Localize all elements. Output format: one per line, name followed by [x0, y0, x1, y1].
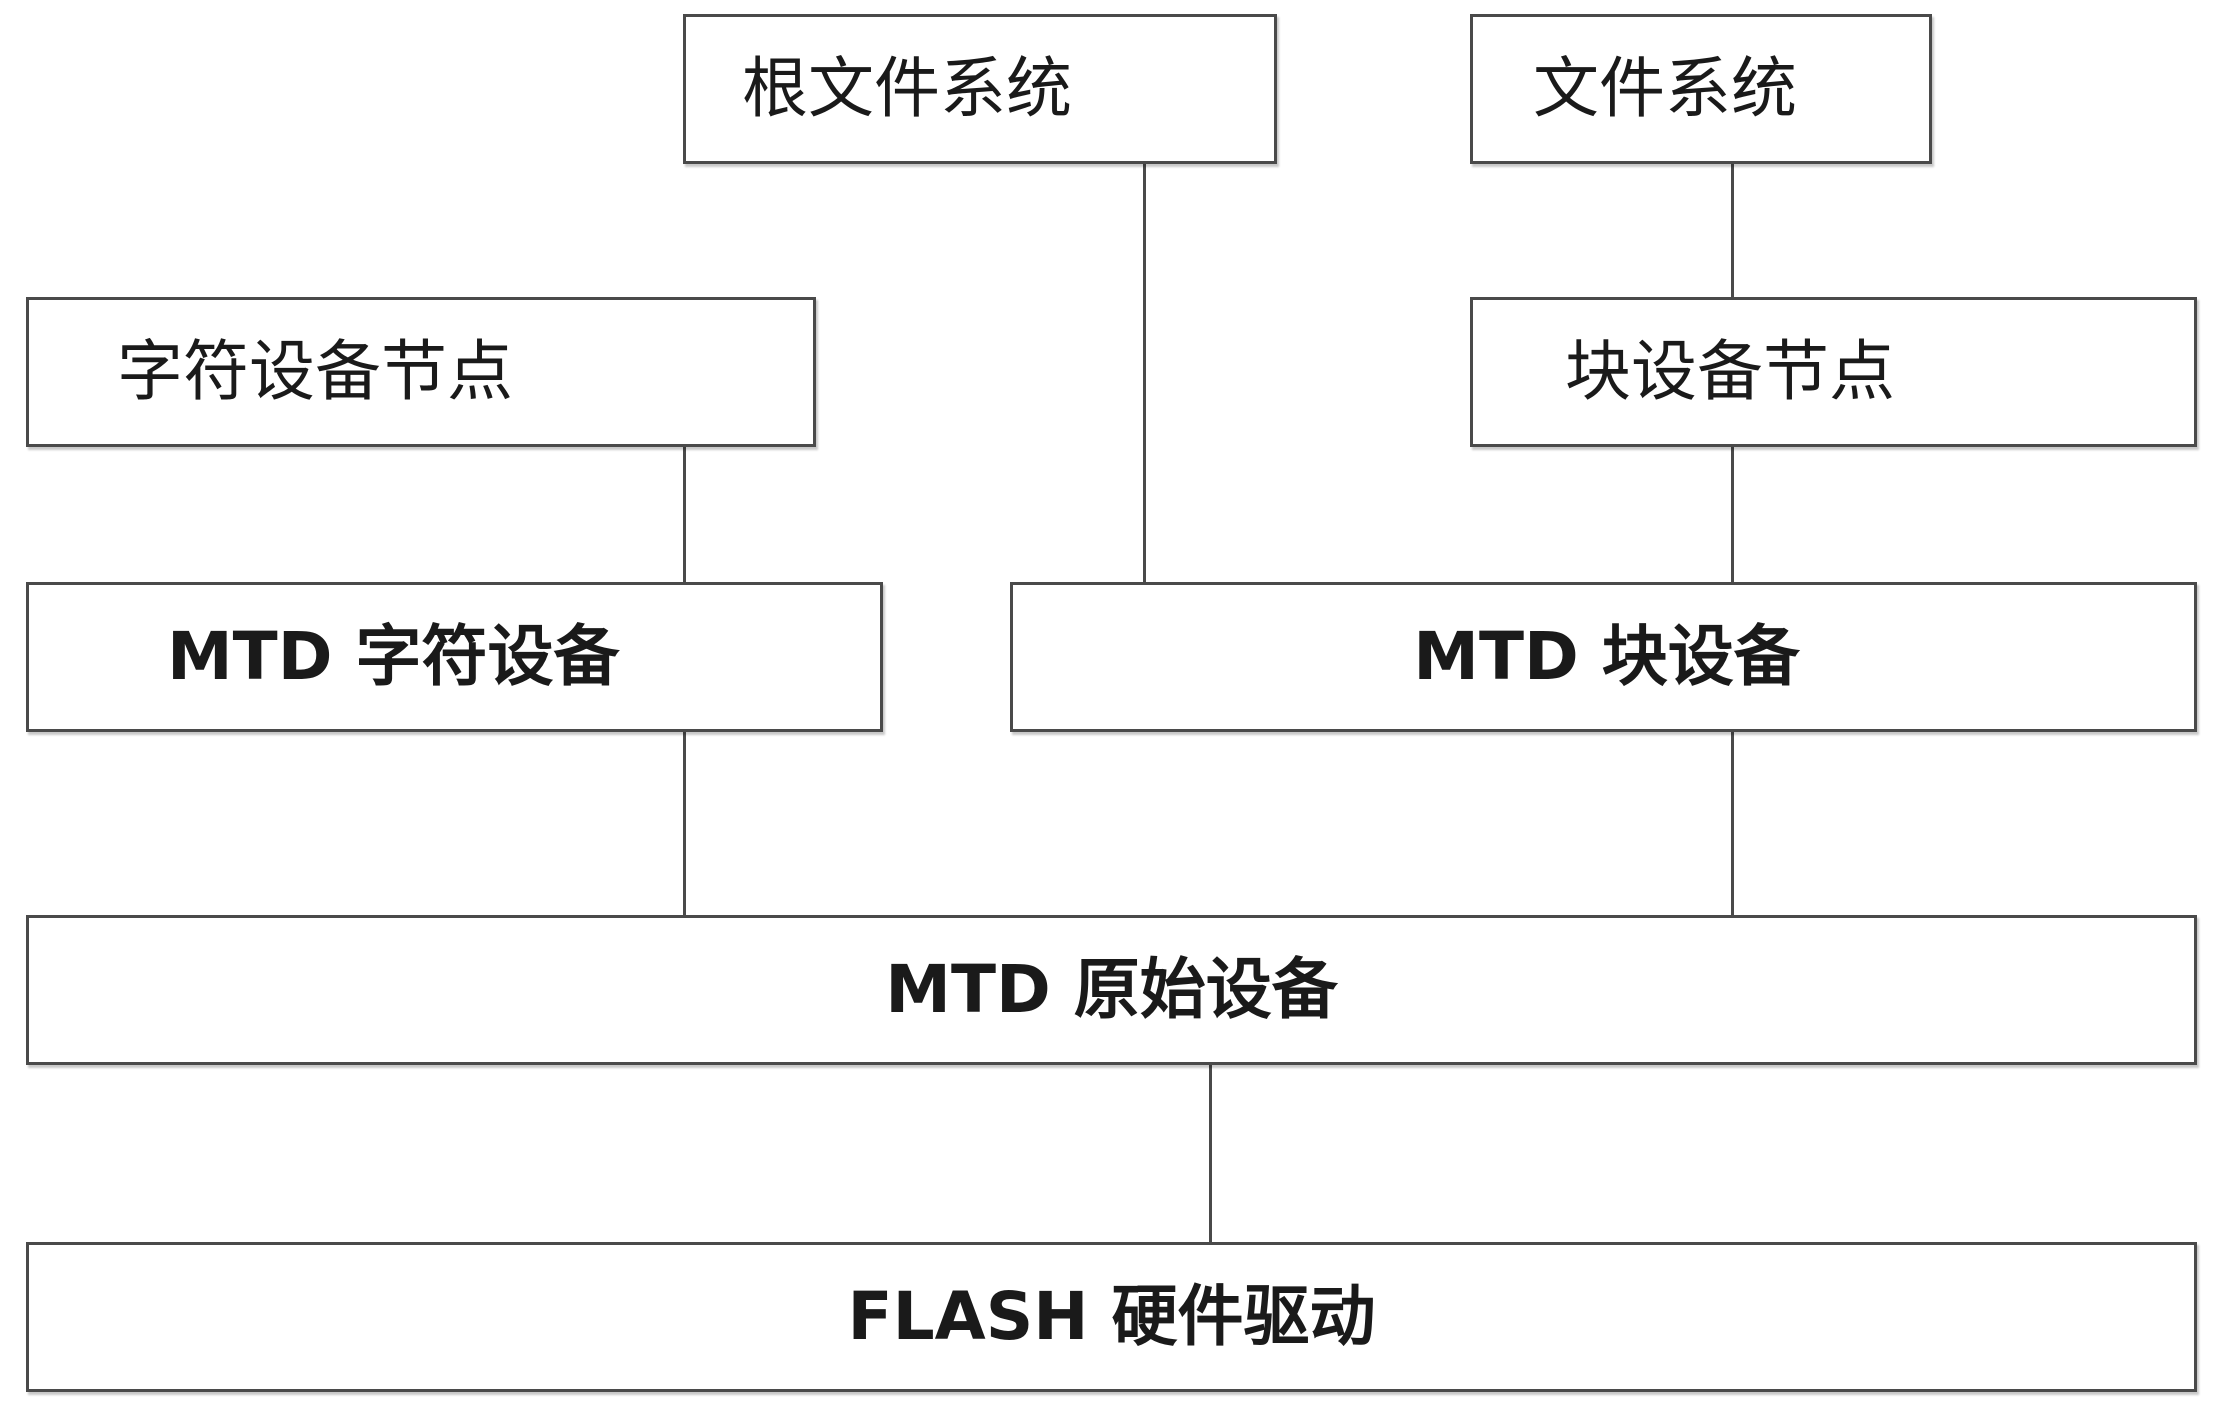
- connector-mtd-raw-device-to-flash-driver: [1209, 1065, 1212, 1242]
- block-device-node-box: 块设备节点: [1470, 297, 2197, 447]
- mtd-block-device-box: MTD 块设备: [1010, 582, 2197, 732]
- connector-filesystem-to-block-device-node: [1731, 164, 1734, 297]
- root-filesystem-box: 根文件系统: [683, 14, 1277, 164]
- flash-hardware-driver-box: FLASH 硬件驱动: [26, 1242, 2197, 1392]
- filesystem-box: 文件系统: [1470, 14, 1932, 164]
- connector-mtd-block-device-to-mtd-raw-device: [1731, 732, 1734, 915]
- connector-char-device-node-to-mtd-char-device: [683, 447, 686, 582]
- block-device-node-label: 块设备节点: [1565, 333, 1895, 410]
- flash-hardware-driver-label: FLASH 硬件驱动: [847, 1278, 1376, 1355]
- filesystem-label: 文件系统: [1533, 50, 1797, 127]
- char-device-node-box: 字符设备节点: [26, 297, 816, 447]
- mtd-raw-device-label: MTD 原始设备: [885, 951, 1338, 1028]
- mtd-char-device-label: MTD 字符设备: [167, 618, 620, 695]
- root-filesystem-label: 根文件系统: [742, 50, 1072, 127]
- mtd-raw-device-box: MTD 原始设备: [26, 915, 2197, 1065]
- mtd-char-device-box: MTD 字符设备: [26, 582, 883, 732]
- connector-rootfs-to-mtd-block-device: [1143, 164, 1146, 600]
- connector-mtd-char-device-to-mtd-raw-device: [683, 732, 686, 915]
- mtd-block-device-label: MTD 块设备: [1413, 618, 1800, 695]
- connector-block-device-node-to-mtd-block-device: [1731, 447, 1734, 582]
- char-device-node-label: 字符设备节点: [117, 333, 513, 410]
